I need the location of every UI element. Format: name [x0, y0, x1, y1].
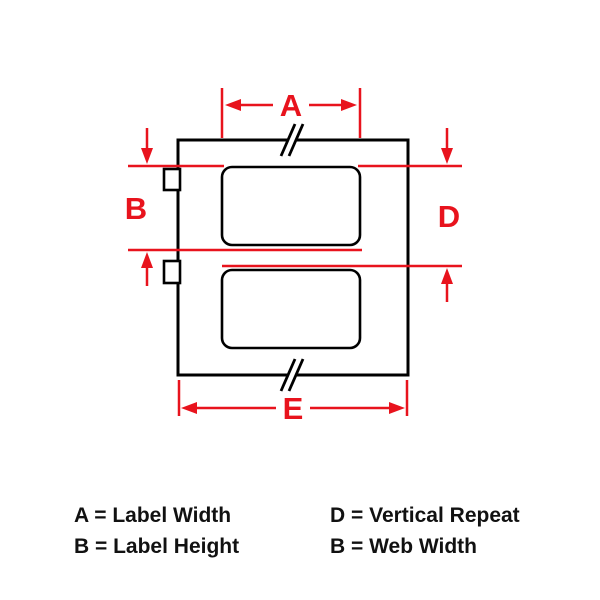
legend-item-vertical-repeat: D = Vertical Repeat [330, 504, 520, 527]
dimension-letter-e: E [283, 391, 304, 426]
dimension-a: A [220, 88, 362, 138]
dimension-letter-b: B [125, 191, 147, 226]
diagram-canvas: A B D E [125, 88, 462, 426]
legend-item-label-height: B = Label Height [74, 535, 240, 558]
arrowhead-down-icon [441, 148, 453, 164]
arrowhead-left-icon [181, 402, 197, 414]
label-bottom [220, 268, 362, 350]
arrowhead-up-icon [441, 268, 453, 284]
break-mark-bottom [279, 358, 305, 392]
legend-column-right: D = Vertical Repeat B = Web Width [330, 500, 520, 562]
arrowhead-left-icon [225, 99, 241, 111]
arrowhead-right-icon [389, 402, 405, 414]
legend-item-label-width: A = Label Width [74, 504, 232, 527]
break-mark-top [279, 123, 305, 157]
dimension-letter-d: D [438, 199, 460, 234]
sensing-notch-top [162, 167, 182, 192]
dimension-letter-a: A [280, 88, 302, 123]
labels [220, 165, 362, 350]
arrowhead-right-icon [341, 99, 357, 111]
dimension-d: D [222, 128, 462, 302]
label-top [220, 165, 362, 247]
legend-column-left: A = Label Width B = Label Height [74, 500, 239, 562]
dimension-e: E [177, 380, 409, 426]
arrowhead-down-icon [141, 148, 153, 164]
legend-item-web-width: B = Web Width [330, 535, 477, 558]
sensing-notch-bottom [162, 259, 182, 285]
arrowhead-up-icon [141, 252, 153, 268]
dimension-b: B [125, 128, 362, 286]
